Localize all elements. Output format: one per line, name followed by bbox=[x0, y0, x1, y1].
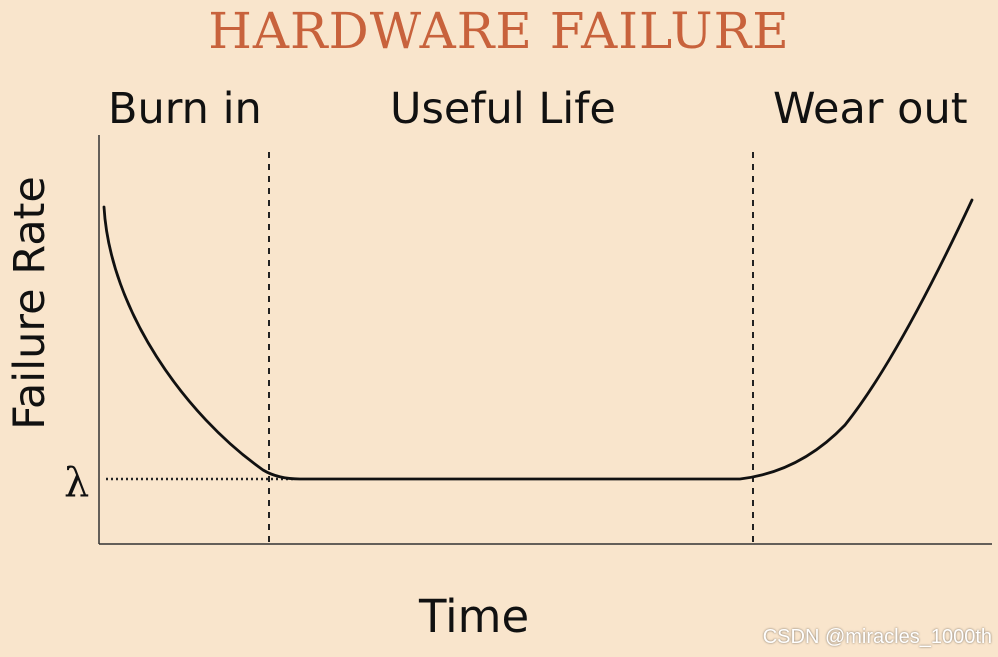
watermark: CSDN @miracles_1000th bbox=[762, 626, 992, 648]
bathtub-curve bbox=[102, 198, 974, 481]
phase-label-useful-life: Useful Life bbox=[390, 84, 616, 134]
phase-label-burn-in: Burn in bbox=[108, 84, 262, 134]
lambda-marker: λ bbox=[64, 460, 90, 506]
phase-label-wear-out: Wear out bbox=[773, 84, 968, 134]
diagram-title: HARDWARE FAILURE bbox=[208, 2, 790, 60]
x-axis-label: Time bbox=[419, 590, 530, 643]
